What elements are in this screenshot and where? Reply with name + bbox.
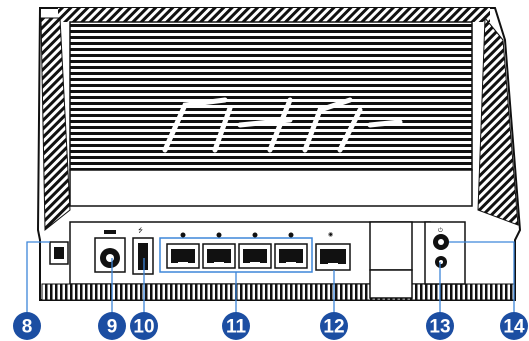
callout-9-label: 9 xyxy=(107,317,118,338)
callout-9: 9 xyxy=(98,312,126,340)
bottom-vent-strip xyxy=(41,283,515,301)
top-vent-strip xyxy=(58,8,490,22)
callout-13: 13 xyxy=(426,312,454,340)
callout-14: 14 xyxy=(500,312,528,340)
power-icon: ⏻ xyxy=(438,227,443,234)
stand-block-upper xyxy=(369,221,413,271)
globe-icon: ◉ xyxy=(328,232,333,238)
embossed-logo xyxy=(162,97,403,153)
callout-8-label: 8 xyxy=(22,317,33,338)
usb-icon: ⭍ xyxy=(138,226,143,234)
callout-11-label: 11 xyxy=(226,317,247,338)
leader-lines xyxy=(26,241,515,322)
leader-line-14 xyxy=(449,241,515,318)
leader-line-8 xyxy=(26,241,50,322)
usb-port: ⭍ xyxy=(132,226,154,275)
callout-14-label: 14 xyxy=(503,317,525,338)
callout-12-label: 12 xyxy=(323,317,344,338)
lan-port-3 xyxy=(238,232,272,269)
power-button: ⏻ xyxy=(433,227,449,250)
dc-power-jack xyxy=(94,230,126,273)
callout-10: 10 xyxy=(130,312,158,340)
lan-port-2 xyxy=(202,232,236,269)
callout-8: 8 xyxy=(13,312,41,340)
right-side-grille xyxy=(477,16,519,226)
callout-10-label: 10 xyxy=(133,317,154,338)
lan-port-1 xyxy=(166,232,200,269)
stand-block-lower xyxy=(369,269,413,299)
callout-12: 12 xyxy=(320,312,348,340)
wps-button xyxy=(435,256,447,268)
callout-13-label: 13 xyxy=(429,317,450,338)
button-panel xyxy=(424,221,466,285)
left-side-grille xyxy=(40,17,71,232)
wan-port: ◉ xyxy=(315,232,351,271)
callout-11: 11 xyxy=(222,312,250,340)
lan-port-4 xyxy=(274,232,308,269)
